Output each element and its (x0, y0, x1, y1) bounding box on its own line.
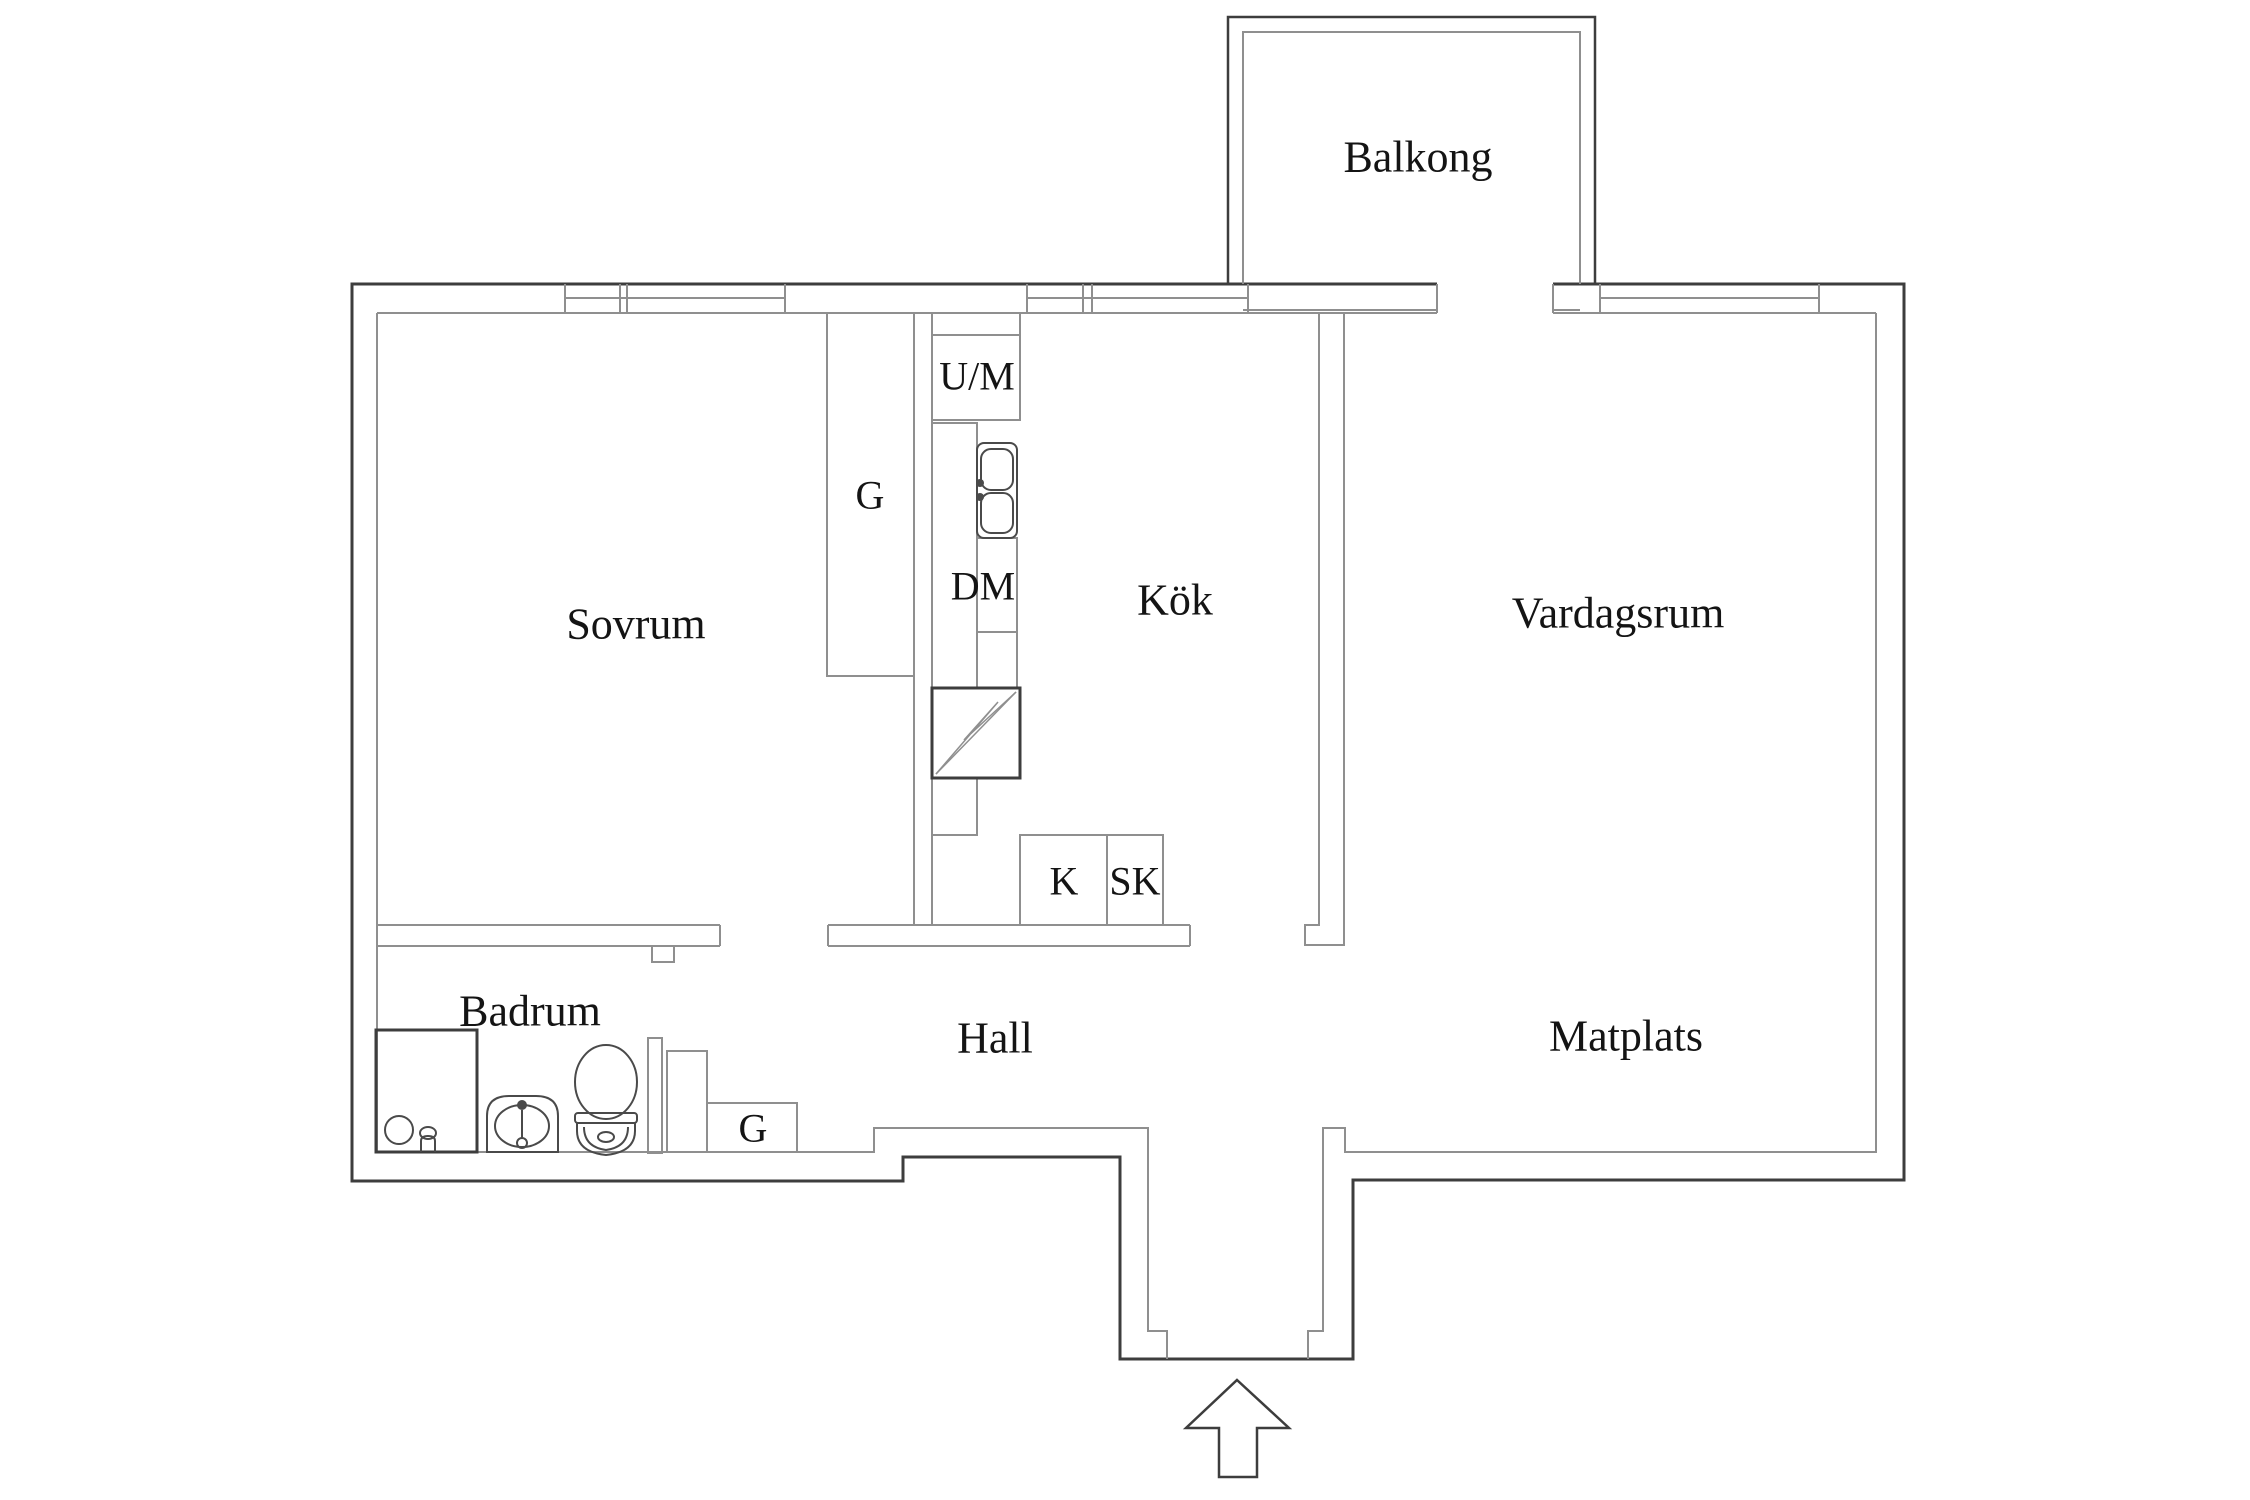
entrance-arrow-icon (1182, 1378, 1293, 1479)
label-closet-g-bedroom: G (856, 473, 885, 518)
kitchen-sink-icon (976, 442, 1018, 539)
window-sovrum (564, 284, 786, 313)
wall-kitchen-hall (827, 924, 1191, 947)
label-balkong: Balkong (1343, 133, 1492, 182)
badrum-partition-stub (647, 1037, 663, 1154)
hall-step-partition (666, 1050, 708, 1153)
outer-wall (350, 282, 1906, 1361)
label-closet-g-hall: G (739, 1106, 768, 1151)
balcony-outer-wall (1226, 15, 1597, 284)
balcony-inner-wall (1242, 31, 1581, 313)
closet-g-bedroom (826, 312, 915, 677)
label-um: U/M (939, 354, 1015, 399)
wall-sovrum-badrum (377, 924, 721, 947)
label-hall: Hall (957, 1014, 1033, 1063)
label-vardagsrum: Vardagsrum (1512, 589, 1725, 638)
label-dm: DM (951, 564, 1015, 609)
label-closet-sk: SK (1109, 859, 1160, 904)
label-matplats: Matplats (1549, 1012, 1703, 1061)
label-sovrum: Sovrum (566, 600, 705, 649)
wall-sovrum-kitchen (913, 313, 933, 925)
label-closet-k: K (1050, 859, 1079, 904)
shower-icon (374, 1028, 479, 1154)
window-kitchen (1026, 284, 1249, 313)
label-badrum: Badrum (459, 987, 601, 1036)
wall-kitchen-vardagsrum (1304, 313, 1345, 946)
closet-sk (1106, 834, 1164, 926)
badrum-door-jamb (651, 945, 675, 963)
washbasin-icon (486, 1095, 559, 1153)
closet-g-hall (706, 1102, 798, 1153)
window-vardagsrum (1599, 284, 1820, 313)
toilet-icon (574, 1044, 638, 1157)
label-kok: Kök (1137, 576, 1213, 625)
stove-icon (930, 686, 1022, 780)
